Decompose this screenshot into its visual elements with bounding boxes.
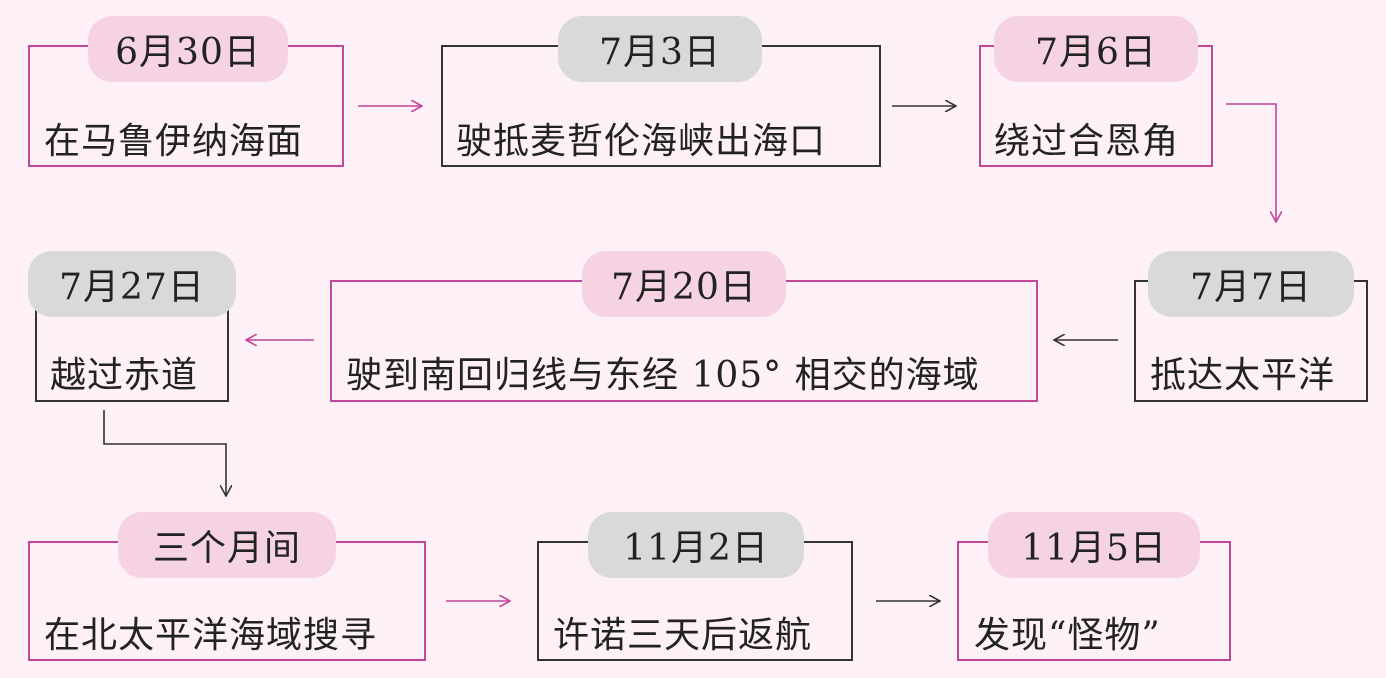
date-pill-6: 7月27日 [28,251,236,317]
date-pill-9: 11月5日 [988,512,1200,578]
event-text-4: 抵达太平洋 [1150,355,1336,396]
event-text-9: 发现“怪物” [974,615,1161,656]
date-pill-7: 三个月间 [118,512,336,578]
arrow-6-7 [103,410,226,496]
event-text-5: 驶到南回归线与东经 105° 相交的海域 [346,355,980,396]
date-pill-8: 11月2日 [588,512,804,578]
event-text-1: 在马鲁伊纳海面 [44,121,304,162]
event-text-8: 许诺三天后返航 [553,615,813,656]
event-text-2: 驶抵麦哲伦海峡出海口 [456,121,827,162]
event-text-6: 越过赤道 [50,355,199,396]
date-pill-3: 7月6日 [994,16,1198,82]
date-pill-5: 7月20日 [582,251,786,317]
date-pill-1: 6月30日 [88,16,288,82]
date-pill-2: 7月3日 [558,16,762,82]
date-pill-4: 7月7日 [1148,251,1354,317]
event-text-3: 绕过合恩角 [994,121,1180,162]
event-text-7: 在北太平洋海域搜寻 [44,615,378,656]
arrow-3-4 [1226,103,1276,222]
